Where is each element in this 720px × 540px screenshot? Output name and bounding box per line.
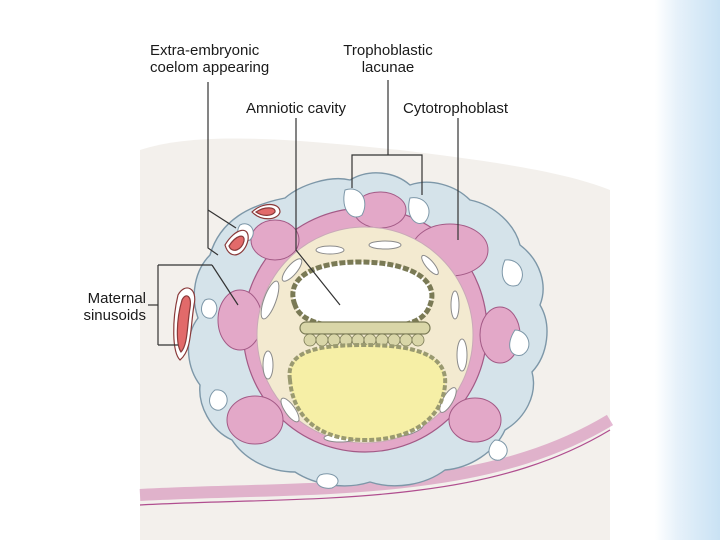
- label-maternal-line2: sinusoids: [83, 307, 146, 324]
- amniotic-cavity: [290, 259, 435, 331]
- label-maternal-line1: Maternal: [87, 290, 146, 307]
- label-maternal-sinusoids: Maternal sinusoids: [64, 290, 146, 324]
- label-cytotrophoblast: Cytotrophoblast: [403, 100, 509, 117]
- primary-yolk-sac: [287, 342, 448, 443]
- label-extra-embryonic-coelom: Extra-embryonic coelom appearing: [150, 42, 269, 76]
- label-trophoblastic-lacunae: Trophoblastic lacunae: [338, 42, 438, 76]
- label-trophoblastic-line1: Trophoblastic: [343, 42, 433, 59]
- label-trophoblastic-line2: lacunae: [361, 59, 415, 76]
- bilaminar-disc-cells: [303, 333, 425, 347]
- label-amniotic-cavity: Amniotic cavity: [246, 100, 347, 117]
- label-extra-embryonic-line1: Extra-embryonic: [150, 42, 260, 59]
- bilaminar-disc-epiblast: [299, 321, 431, 335]
- slide-background-band: [655, 0, 720, 540]
- trophoblastic-lacunae: [201, 188, 530, 489]
- label-leader-lines: [148, 80, 459, 346]
- label-extra-embryonic-line2: coelom appearing: [150, 59, 270, 76]
- maternal-sinusoids: [173, 203, 281, 361]
- extraembryonic-coelom-spaces: [260, 240, 468, 443]
